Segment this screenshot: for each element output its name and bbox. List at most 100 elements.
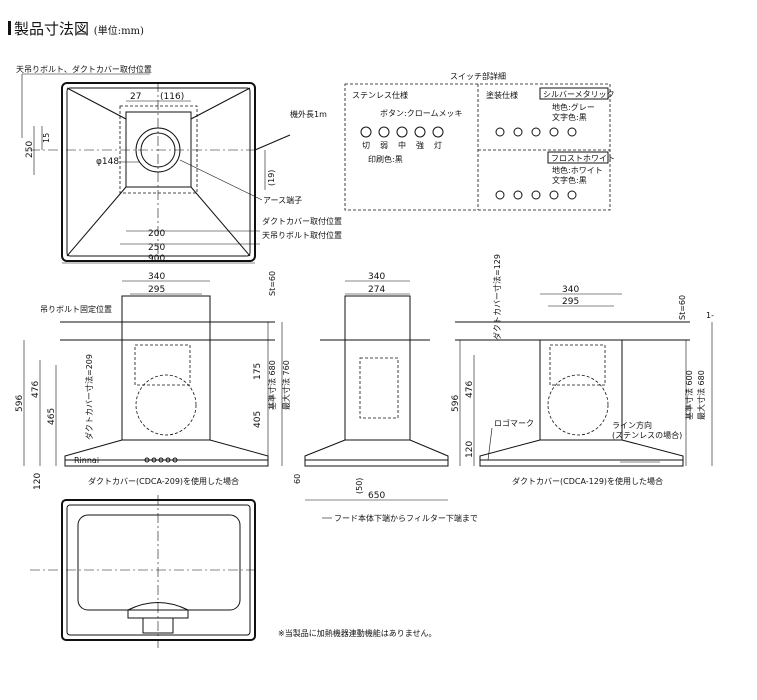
- bolt-fixed: 吊りボルト固定位置: [40, 304, 112, 314]
- light-cover: [142, 617, 174, 634]
- handle: [127, 602, 189, 619]
- hood-edge: [66, 186, 127, 257]
- frost-box: [547, 151, 609, 164]
- switch-dot: [158, 457, 164, 463]
- filter-panel: [77, 514, 241, 611]
- low-button: [513, 127, 523, 137]
- stainless-buttons: 切 弱 中 強 灯: [360, 126, 444, 150]
- dim-295: 295: [148, 285, 165, 295]
- dim-476: 476: [31, 381, 41, 398]
- label-cover-position: ダクトカバー取付位置: [262, 216, 342, 226]
- label-bolt-position: 天吊りボルト取付位置: [262, 230, 342, 240]
- light-button: [567, 190, 577, 200]
- right-dim-476: 476: [465, 381, 475, 398]
- brand-logo: Rinnai: [74, 456, 99, 465]
- cord-line: [254, 134, 291, 151]
- title-bar: [8, 21, 11, 35]
- switch-dot: [151, 457, 157, 463]
- title-text: 製品寸法図: [14, 20, 90, 38]
- light-button: [567, 127, 577, 137]
- right-dim-295: 295: [562, 297, 579, 307]
- btn-label-light: 灯: [434, 140, 442, 150]
- cord-length: 機外長1m: [290, 109, 327, 119]
- frost-label: フロストホワイト: [551, 154, 615, 163]
- front-view-left: 340 295 St=60 吊りボルト固定位置 Rinnai ダクトカバー寸法=…: [15, 271, 291, 490]
- dim-19: (19): [267, 170, 276, 186]
- light-button: [432, 126, 444, 138]
- filter-note: フード本体下端からフィルター下端まで: [334, 513, 478, 523]
- duct-cover-rect: [125, 111, 192, 188]
- leader-line: [487, 427, 493, 461]
- right-hood-body: [479, 439, 684, 467]
- stainless-only: (ステンレスの場合): [612, 430, 682, 440]
- side-hood-body: [304, 439, 449, 467]
- dim-15: 15: [42, 133, 51, 143]
- dim-175: 175: [253, 363, 263, 380]
- btn-label-high: 強: [416, 140, 424, 150]
- bolt-rect: [119, 105, 198, 194]
- st-60: St=60: [268, 271, 277, 296]
- dim-340: 340: [148, 272, 165, 282]
- btn-label-off: 切: [362, 141, 370, 150]
- line-direction: ライン方向: [612, 420, 652, 430]
- switch-dot: [165, 457, 171, 463]
- print-color: 印刷色:黒: [368, 154, 403, 164]
- side-dim-274: 274: [368, 285, 385, 295]
- right-fan-box: [549, 344, 606, 386]
- mid-button: [531, 190, 541, 200]
- frost-text: 文字色:黒: [552, 175, 587, 185]
- front-view-right: ダクトカバー寸法=129 340 295 St=60 1- 596 476 12…: [451, 254, 714, 486]
- silver-text: 文字色:黒: [552, 112, 587, 122]
- stainless-label: ステンレス仕様: [352, 90, 408, 100]
- btn-label-mid: 中: [398, 140, 406, 150]
- dim-120: 120: [33, 473, 43, 490]
- duct-cover-upper: [121, 295, 211, 341]
- mid-button: [396, 126, 408, 138]
- earth-terminal: アース端子: [263, 195, 302, 205]
- off-button: [360, 126, 372, 138]
- right-dim-596: 596: [451, 395, 461, 412]
- right-dim-120: 120: [465, 441, 475, 458]
- hood-outline-top: [61, 82, 256, 262]
- dim-465: 465: [47, 408, 57, 425]
- btn-label-low: 弱: [380, 141, 388, 150]
- side-duct-upper: [344, 295, 411, 341]
- silver-box: [539, 87, 609, 100]
- silver-buttons: [495, 127, 577, 137]
- max-760: 最大寸法 760: [281, 360, 291, 410]
- high-button: [549, 190, 559, 200]
- top-view: 天吊りボルト、ダクトカバー取付位置 27 (116) 250 15 φ148 機…: [16, 64, 342, 264]
- frost-base: 地色:ホワイト: [552, 165, 603, 175]
- dim-phi148: φ148: [96, 157, 119, 167]
- side-dim-650: 650: [368, 491, 385, 501]
- page-title: 製品寸法図 (単位:mm): [8, 18, 144, 39]
- off-button: [495, 127, 505, 137]
- dim-900: 900: [148, 254, 165, 264]
- max-680: 最大寸法 680: [696, 370, 706, 420]
- hood-edge: [66, 87, 127, 120]
- painted-label: 塗装仕様: [486, 90, 518, 100]
- dim-200: 200: [148, 229, 165, 239]
- title-unit: (単位:mm): [93, 26, 144, 37]
- dim-596: 596: [15, 395, 25, 412]
- side-duct-lower: [344, 339, 411, 441]
- duct-cover-209: ダクトカバー寸法=209: [84, 354, 94, 440]
- caption-right: ダクトカバー(CDCA-129)を使用した場合: [512, 476, 663, 486]
- switch-dot: [172, 457, 178, 463]
- side-view: 340 274 60 (50) 650 フード本体下端からフィルター下端まで: [293, 272, 478, 523]
- logo-mark: ロゴマーク: [494, 418, 534, 428]
- caption-left: ダクトカバー(CDCA-209)を使用した場合: [88, 476, 239, 486]
- footnote: ※当製品に加熱機器連動機能はありません。: [278, 628, 436, 638]
- hood-edge: [190, 87, 251, 120]
- right-st-60: St=60: [678, 295, 687, 320]
- dim-27: 27: [130, 92, 141, 102]
- dim-405: 405: [253, 411, 263, 428]
- right-dim-340: 340: [562, 285, 579, 295]
- high-button: [414, 126, 426, 138]
- edge-mark: 1-: [706, 311, 714, 320]
- hood-inner-top: [66, 87, 251, 257]
- mid-button: [531, 127, 541, 137]
- switch-title: スイッチ部詳細: [450, 71, 506, 81]
- fan-box: [134, 344, 191, 386]
- side-dim-340: 340: [368, 272, 385, 282]
